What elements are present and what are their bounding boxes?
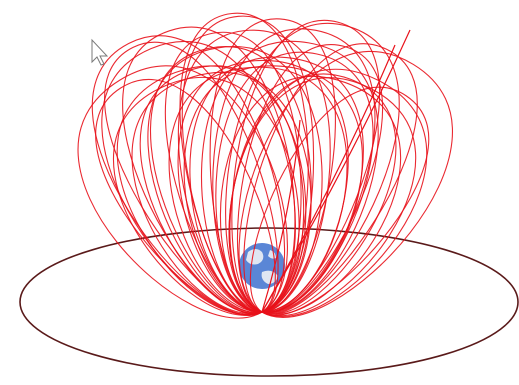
mouse-pointer-arrow-icon [92, 40, 107, 65]
